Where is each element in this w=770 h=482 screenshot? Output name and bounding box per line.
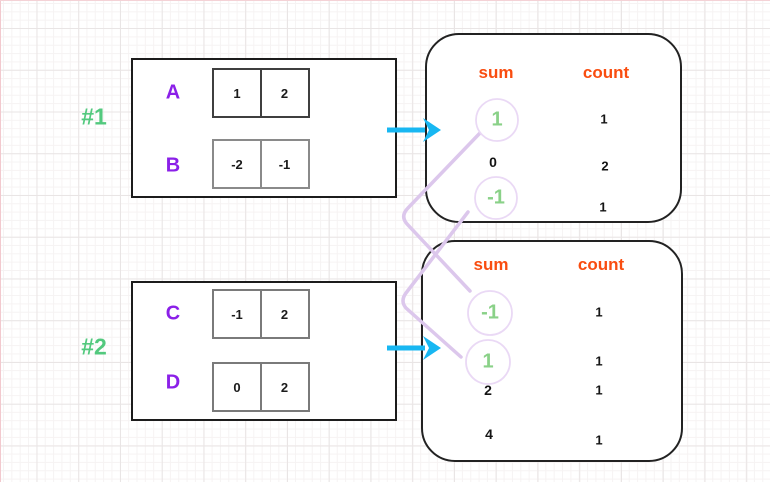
array-a-label: A <box>165 81 181 104</box>
array-a-cell-1: 2 <box>259 68 310 118</box>
table-1-row-1-sum: 0 <box>489 154 497 170</box>
array-b-cells: -2 -1 <box>212 139 310 189</box>
table-2-row-3-sum: 4 <box>485 426 493 442</box>
table-2-row-0-sum: -1 <box>481 301 499 324</box>
array-b-cell-1: -1 <box>259 139 310 189</box>
array-c-cells: -1 2 <box>212 289 310 339</box>
table-1-count-header: count <box>582 63 630 82</box>
array-b-cell-0: -2 <box>212 139 262 189</box>
table-2-row-1-count: 1 <box>595 353 603 369</box>
table-1-row-1-count: 2 <box>601 158 609 174</box>
table-2-row-2-count: 1 <box>595 382 603 398</box>
table-2-sum-header: sum <box>473 255 509 274</box>
table-1-row-0-count: 1 <box>600 111 608 127</box>
array-c-cell-1: 2 <box>259 289 310 339</box>
array-b-label: B <box>165 154 181 177</box>
table-1-row-0-sum: 1 <box>491 108 503 131</box>
paper-margin-line-top <box>0 0 770 1</box>
example-1-label: #1 <box>81 103 107 130</box>
table-1-row-2-sum: -1 <box>487 186 505 209</box>
table-2-row-1-sum: 1 <box>482 350 494 373</box>
table-2-row-2-sum: 2 <box>484 382 492 398</box>
array-d-label: D <box>165 371 181 394</box>
table-2-count-header: count <box>577 255 625 274</box>
array-c-label: C <box>165 302 181 325</box>
array-d-cell-1: 2 <box>259 362 310 412</box>
result-table-1-box <box>425 33 682 223</box>
table-2-row-3-count: 1 <box>595 432 603 448</box>
array-d-cell-0: 0 <box>212 362 262 412</box>
array-d-cells: 0 2 <box>212 362 310 412</box>
paper-margin-line-left <box>0 0 1 482</box>
array-a-cells: 1 2 <box>212 68 310 118</box>
table-2-row-0-count: 1 <box>595 304 603 320</box>
table-1-sum-header: sum <box>478 63 514 82</box>
array-a-cell-0: 1 <box>212 68 262 118</box>
array-c-cell-0: -1 <box>212 289 262 339</box>
table-1-row-2-count: 1 <box>599 199 607 215</box>
example-2-label: #2 <box>81 333 107 360</box>
result-table-2-box <box>421 240 683 462</box>
